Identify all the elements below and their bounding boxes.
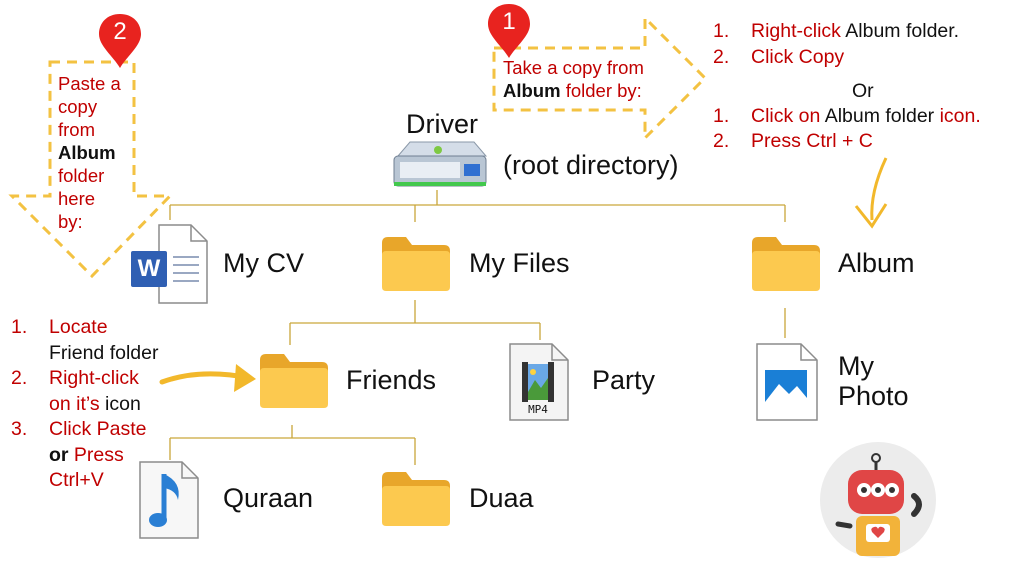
- node-label-duaa[interactable]: Duaa: [469, 483, 534, 513]
- node-label-my-photo-line1[interactable]: My: [838, 351, 874, 381]
- tree-connectors: [169, 190, 786, 465]
- copy-step-4: 2.Press Ctrl + C: [713, 130, 873, 152]
- paste-dashed-arrow: [8, 60, 174, 279]
- node-label-party[interactable]: Party: [592, 365, 656, 395]
- paste-steps: 1.Locate Friend folder 2.Right-click on …: [11, 316, 159, 491]
- copy-callout-bold: Album: [503, 80, 561, 101]
- photo-file-icon: [756, 343, 818, 421]
- folder-icon-duaa: [382, 472, 450, 526]
- copy-steps-or: Or: [852, 80, 874, 102]
- paste-callout-line3: from: [58, 119, 95, 140]
- paste-callout-line6: here: [58, 188, 96, 209]
- node-label-root-directory: (root directory): [503, 150, 679, 180]
- node-label-album[interactable]: Album: [838, 248, 915, 278]
- marker-pin-2: [99, 14, 141, 68]
- folder-icon-my-files: [382, 237, 450, 291]
- copy-step-1: 1.Right-click Album folder.: [713, 20, 960, 42]
- paste-callout-text: Paste a copy from Album folder here by:: [58, 72, 121, 233]
- word-document-icon: [131, 224, 208, 304]
- word-icon-letter: W: [137, 255, 161, 282]
- copy-step-3: 1.Click on Album folder icon.: [713, 105, 981, 127]
- node-label-friends[interactable]: Friends: [346, 365, 437, 395]
- node-label-my-cv[interactable]: My CV: [223, 248, 304, 278]
- paste-callout-line7: by:: [58, 211, 83, 232]
- node-label-my-photo-line2[interactable]: Photo: [838, 381, 909, 411]
- node-label-driver: Driver: [406, 109, 478, 139]
- copy-dashed-arrow: [492, 14, 708, 142]
- paste-callout-line1: Paste a: [58, 73, 121, 94]
- copy-step-2: 2.Click Copy: [713, 46, 845, 68]
- marker-pin-1: [488, 4, 530, 58]
- copy-callout-text: Take a copy from Album folder by:: [503, 56, 644, 102]
- node-label-my-files[interactable]: My Files: [469, 248, 570, 278]
- paste-callout-line2: copy: [58, 96, 98, 117]
- mp4-tag: MP4: [528, 403, 548, 416]
- curved-arrow-to-album: [854, 157, 888, 229]
- marker-number-2: 2: [113, 18, 127, 45]
- folder-icon-album: [752, 237, 820, 291]
- marker-number-1: 1: [502, 8, 516, 35]
- node-label-quraan[interactable]: Quraan: [223, 483, 314, 513]
- hard-drive-icon: [393, 141, 488, 187]
- folder-icon-friends: [260, 354, 328, 408]
- mp4-file-icon: [509, 343, 569, 421]
- paste-callout-bold: Album: [58, 142, 116, 163]
- copy-callout-rest: folder by:: [560, 80, 642, 101]
- paste-callout-line5: folder: [58, 165, 105, 186]
- arrow-to-friends: [159, 364, 256, 392]
- copy-callout-line1: Take a copy from: [503, 57, 644, 78]
- audio-file-icon: [139, 461, 199, 539]
- robot-mascot: [820, 442, 936, 558]
